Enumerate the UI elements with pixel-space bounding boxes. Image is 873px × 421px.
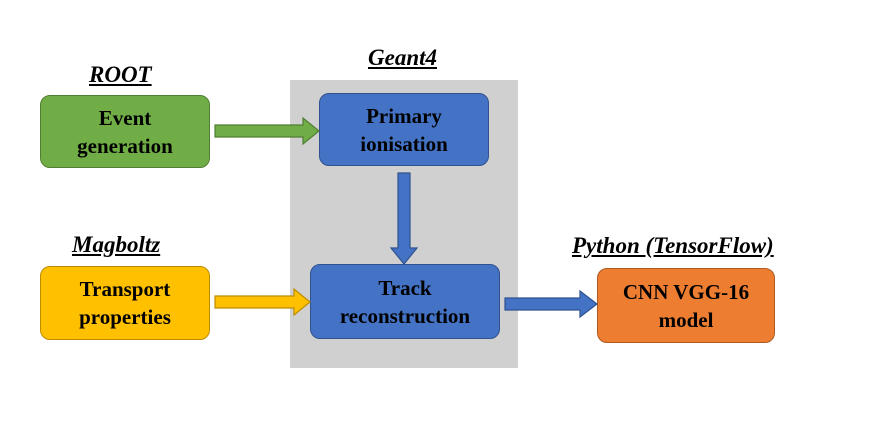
python-tensorflow-label: Python (TensorFlow) [572, 233, 774, 258]
arrow-transport-to-track [214, 287, 311, 317]
event-generation-box: Event generation [40, 95, 210, 168]
transport-properties-box: Transport properties [40, 266, 210, 340]
track-reconstruction-box: Track reconstruction [310, 264, 500, 339]
arrow-track-to-cnn [504, 289, 598, 319]
primary-ionisation-box: Primary ionisation [319, 93, 489, 166]
magboltz-label: Magboltz [72, 232, 161, 257]
geant4-label: Geant4 [368, 45, 437, 70]
arrow-primary-to-track [389, 172, 419, 265]
root-label: ROOT [89, 62, 152, 87]
arrow-event-to-primary [214, 116, 320, 146]
cnn-vgg16-model-box: CNN VGG-16 model [597, 268, 775, 343]
